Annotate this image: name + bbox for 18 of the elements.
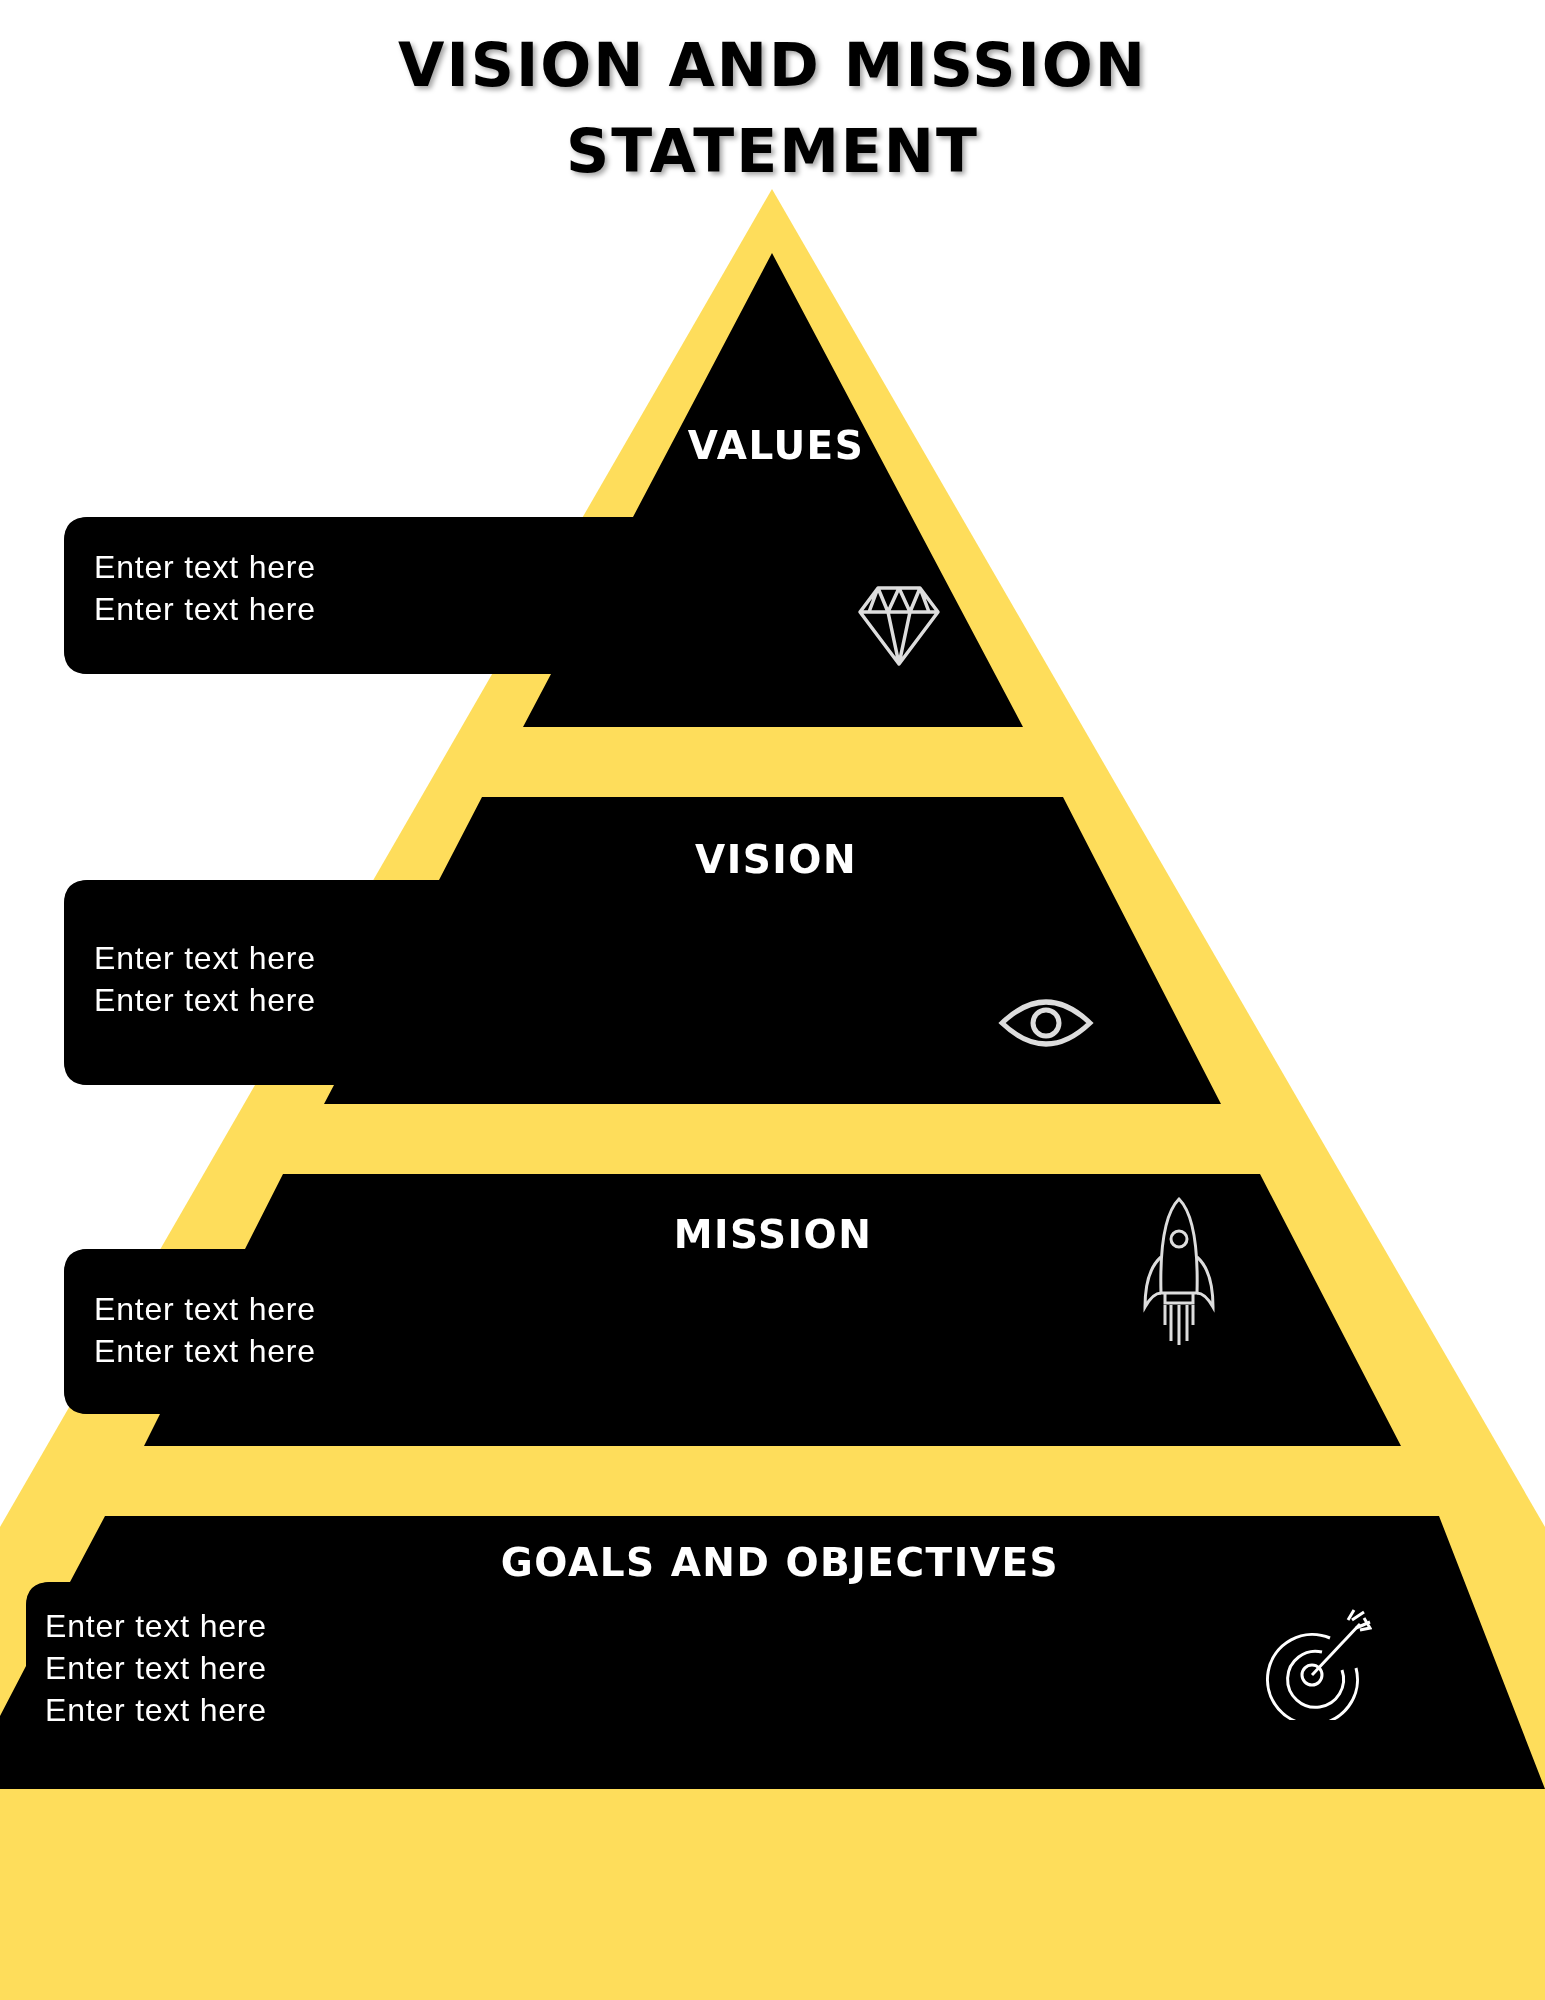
tier-heading: VALUES (687, 423, 865, 468)
placeholder-text: Enter text here (94, 982, 316, 1019)
tier-heading: GOALS AND OBJECTIVES (500, 1540, 1060, 1585)
placeholder-text: Enter text here (45, 1608, 267, 1645)
placeholder-text: Enter text here (45, 1692, 267, 1729)
tier-heading: MISSION (673, 1212, 873, 1257)
pyramid-tier (64, 253, 1023, 727)
tier-heading: VISION (694, 837, 858, 882)
placeholder-text: Enter text here (94, 1333, 316, 1370)
placeholder-text: Enter text here (45, 1650, 267, 1687)
pyramid-tier (64, 1174, 1401, 1446)
placeholder-text: Enter text here (94, 1291, 316, 1328)
placeholder-text: Enter text here (94, 549, 316, 586)
pyramid-tier (0, 1516, 1545, 1789)
placeholder-text: Enter text here (94, 940, 316, 977)
placeholder-text: Enter text here (94, 591, 316, 628)
title: VISION AND MISSION STATEMENT (396, 29, 1149, 188)
pyramid-tier (64, 797, 1221, 1104)
